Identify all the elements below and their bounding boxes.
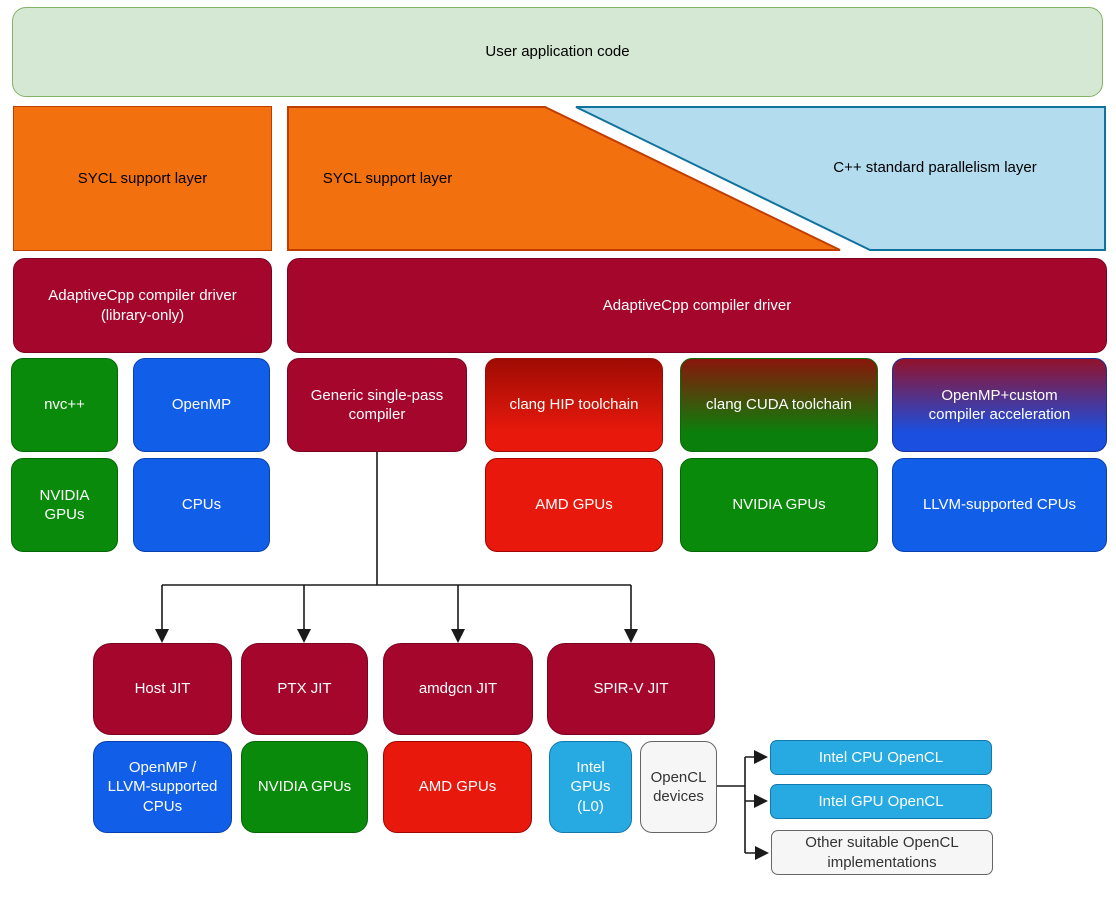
box-nvidia-gpus-3: NVIDIA GPUs (241, 741, 368, 833)
box-ptx-jit: PTX JIT (241, 643, 368, 735)
box-nvidia-gpus-1: NVIDIA GPUs (11, 458, 118, 552)
box-cpus: CPUs (133, 458, 270, 552)
box-sycl-left: SYCL support layer (13, 106, 272, 251)
box-intel-gpu-opencl: Intel GPU OpenCL (770, 784, 992, 819)
box-intel-cpu-opencl: Intel CPU OpenCL (770, 740, 992, 775)
box-opencl-devices: OpenCL devices (640, 741, 717, 833)
box-omp-custom: OpenMP+custom compiler acceleration (892, 358, 1107, 452)
box-user-app: User application code (12, 7, 1103, 97)
arrow-generic-to-jit-tree (161, 452, 632, 637)
arrowheads-opencl (754, 750, 769, 860)
box-generic: Generic single-pass compiler (287, 358, 467, 452)
box-amd-gpus-2: AMD GPUs (383, 741, 532, 833)
box-spirv-jit: SPIR-V JIT (547, 643, 715, 735)
box-llvm-cpus: LLVM-supported CPUs (892, 458, 1107, 552)
box-amd-gpus-1: AMD GPUs (485, 458, 663, 552)
box-driver-lib: AdaptiveCpp compiler driver (library-onl… (13, 258, 272, 353)
box-driver: AdaptiveCpp compiler driver (287, 258, 1107, 353)
arrowheads-jit (155, 629, 638, 643)
box-omp-llvm-cpus: OpenMP / LLVM-supported CPUs (93, 741, 232, 833)
box-nvcpp: nvc++ (11, 358, 118, 452)
box-other-opencl: Other suitable OpenCL implementations (771, 830, 993, 875)
arrow-opencl-branch (717, 756, 755, 854)
cpp-parallelism-layer-polygon (575, 106, 1106, 251)
support-layer-shapes (287, 106, 1106, 251)
box-cpp-std: C++ standard parallelism layer (833, 158, 1037, 176)
box-openmp: OpenMP (133, 358, 270, 452)
box-amdgcn-jit: amdgcn JIT (383, 643, 533, 735)
box-sycl-mid: SYCL support layer (322, 169, 453, 187)
box-hip: clang HIP toolchain (485, 358, 663, 452)
box-nvidia-gpus-2: NVIDIA GPUs (680, 458, 878, 552)
sycl-support-layer-polygon (287, 106, 841, 251)
box-cuda: clang CUDA toolchain (680, 358, 878, 452)
box-host-jit: Host JIT (93, 643, 232, 735)
box-intel-gpus-l0: Intel GPUs (L0) (549, 741, 632, 833)
